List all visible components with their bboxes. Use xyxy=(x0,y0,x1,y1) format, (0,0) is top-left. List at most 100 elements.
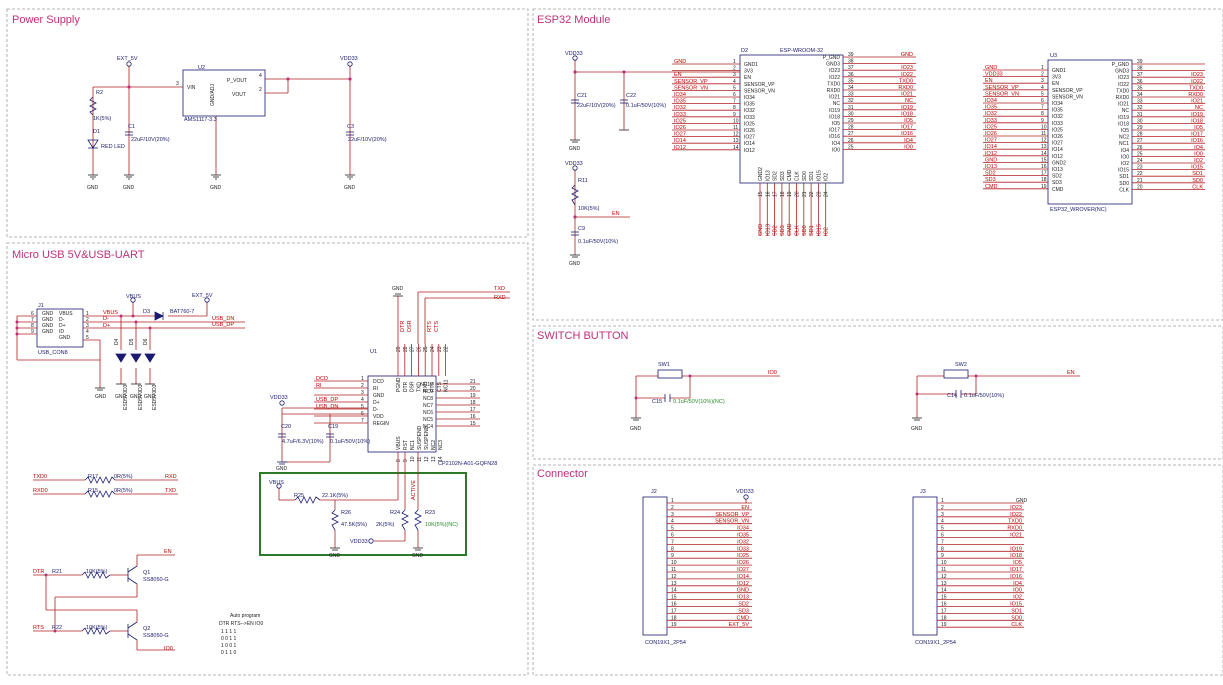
d2-pin-number: 20 xyxy=(795,191,801,197)
u1-net-label: DCD xyxy=(316,376,328,382)
vbus-label: VBUS xyxy=(126,294,141,300)
r15-value: 0R(5%) xyxy=(114,488,133,494)
c20-value: 4.7uF/6.3V(10%) xyxy=(282,439,324,445)
d2-esp-wroom-32-body xyxy=(739,54,844,184)
u1-pin-number: 1 xyxy=(361,376,364,382)
d2-pin-number: 2 xyxy=(733,66,736,72)
j3-net-label: IO22 xyxy=(1010,512,1022,518)
u3-pin-number: 22 xyxy=(1137,171,1143,177)
d2-pin-label: IO35 xyxy=(744,102,755,108)
u3-pin-number: 19 xyxy=(1041,184,1047,190)
u1-pin-label: D- xyxy=(373,407,379,413)
c3-value: 22uF/10V(20%) xyxy=(348,137,387,143)
gnd-label: GND xyxy=(1016,498,1028,504)
u1-pin-label: NC5 xyxy=(423,417,433,423)
u3-pin-number: 27 xyxy=(1137,138,1143,144)
u3-net-label: IO19 xyxy=(1191,112,1203,118)
u3-net-label: GND xyxy=(985,157,997,163)
u3-pin-label: NC2 xyxy=(1119,135,1129,141)
u3-pin-label: IO27 xyxy=(1052,141,1063,147)
rxd-net: RXD xyxy=(494,295,506,301)
j2-pin-number: 15 xyxy=(671,595,677,601)
c21-ref: C21 xyxy=(577,93,587,99)
d2-pin-label: SD0 xyxy=(802,171,808,181)
d2-net-label: IO12 xyxy=(674,145,686,151)
u3-net-label: SD3 xyxy=(985,177,996,183)
j1-ref: J1 xyxy=(38,303,44,309)
j2-net-label: IO26 xyxy=(737,560,749,566)
u1-pin-number: 4 xyxy=(361,397,364,403)
u3-pin-label: IO18 xyxy=(1118,121,1129,127)
u3-net-label: IO34 xyxy=(985,98,997,104)
j1-pin-label: GND xyxy=(42,323,54,329)
u3-net-label: IO33 xyxy=(985,118,997,124)
u1-pin-number: 8 xyxy=(396,459,402,462)
d2-pin-label: IO25 xyxy=(744,121,755,127)
u3-net-label: TXD0 xyxy=(1189,85,1203,91)
c22-value: 0.1uF/50V(10%) xyxy=(626,103,666,109)
u1-pin-label: NC6 xyxy=(423,410,433,416)
j3-pin-number: 2 xyxy=(941,505,944,511)
j2-net-label: SD3 xyxy=(738,608,749,614)
d2-net-label: SD1 xyxy=(809,225,815,236)
esd-part: ESD5V0D3 xyxy=(152,384,158,410)
gnd-label: GND xyxy=(569,261,581,267)
d2-net-label: IO16 xyxy=(901,131,913,137)
d2-pin-number: 8 xyxy=(733,105,736,111)
d2-ref: D2 xyxy=(741,48,748,54)
u3-pin-number: 35 xyxy=(1137,85,1143,91)
u3-pin-number: 20 xyxy=(1137,184,1143,190)
j1-pin-number: 5 xyxy=(86,335,89,341)
r2-value: 1K(5%) xyxy=(93,116,112,122)
d2-pin-label: GND3 xyxy=(826,62,840,68)
d2-pin-number: 1 xyxy=(733,59,736,65)
u3-net-label: IO12 xyxy=(985,151,997,157)
u1-pin-number: 20 xyxy=(470,386,476,392)
u3-pin-number: 36 xyxy=(1137,79,1143,85)
u1-pin-label: SUSPEND xyxy=(417,425,423,450)
io0-net: IO0 xyxy=(164,646,173,652)
u3-net-label: IO32 xyxy=(985,111,997,117)
d2-pin-label: IO32 xyxy=(744,108,755,114)
rts-net: RTS xyxy=(427,321,433,332)
j1-pin-label: ID xyxy=(59,329,64,335)
d2-net-label: CLK xyxy=(795,225,801,236)
d2-net-label: IO32 xyxy=(674,105,686,111)
c15-value: 0.1uF/50V(10%)(NC) xyxy=(673,399,725,405)
u1-pin-number: 21 xyxy=(470,379,476,385)
d2-pin-number: 11 xyxy=(733,125,738,131)
u1-part: CP2102N-A01-GQFN28 xyxy=(438,461,497,467)
gnd-label: GND xyxy=(115,394,127,400)
r23-resistor xyxy=(414,509,422,531)
c1-value: 22uF/10V(20%) xyxy=(131,137,170,143)
u3-pin-number: 6 xyxy=(1041,98,1044,104)
d2-pin-number: 17 xyxy=(773,191,779,197)
d2-pin-number: 10 xyxy=(733,118,739,124)
u3-pin-label: IO4 xyxy=(1121,148,1129,154)
active-net: ACTIVE xyxy=(411,480,417,500)
gnd-label: GND xyxy=(123,185,135,191)
c14-value: 0.1uF/50V(10%) xyxy=(964,393,1004,399)
u3-ref: U3 xyxy=(1050,53,1057,59)
u2-pin2: 2 xyxy=(259,87,262,93)
switch-button-title: SWITCH BUTTON xyxy=(537,330,629,342)
gnd-label: GND xyxy=(130,394,142,400)
d2-pin-label: IO2 xyxy=(824,173,830,181)
d2-pin-label: IO14 xyxy=(744,141,755,147)
u3-pin-label: TXD0 xyxy=(1116,88,1129,94)
j2-pin-number: 6 xyxy=(671,533,674,539)
esd-ref: D6 xyxy=(143,338,149,345)
d2-pin-number: 34 xyxy=(848,85,854,91)
u3-net-label: NC xyxy=(1195,105,1203,111)
u3-pin-label: GND3 xyxy=(1115,69,1129,75)
d2-pin-number: 9 xyxy=(733,112,736,118)
d2-net-label: IO17 xyxy=(901,125,913,131)
rts-net: RTS xyxy=(33,625,44,631)
gnd-label: GND xyxy=(569,146,581,152)
q1-part: SS8050-G xyxy=(143,577,169,583)
u3-pin-number: 14 xyxy=(1041,151,1047,157)
j3-pin-number: 15 xyxy=(941,595,947,601)
u3-pin-label: CMD xyxy=(1052,187,1064,193)
u1-pin-number: 7 xyxy=(361,418,364,424)
j1-pin-number: 4 xyxy=(86,329,89,335)
